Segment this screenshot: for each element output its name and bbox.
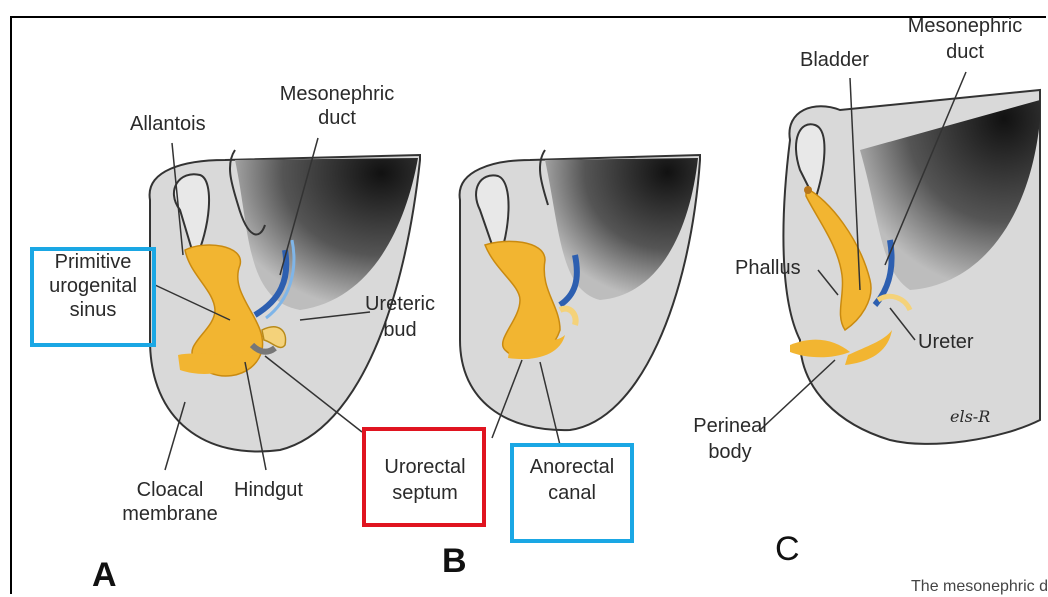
label-perineal-line1: Perineal <box>680 414 780 438</box>
label-bladder: Bladder <box>800 48 869 72</box>
panel-letter-c: C <box>775 530 800 569</box>
artist-signature: els-R <box>950 405 990 429</box>
label-mesonephric-duct-c-line2: duct <box>885 40 1045 64</box>
label-cloacal-line1: Cloacal <box>100 478 240 502</box>
label-hindgut: Hindgut <box>234 478 303 502</box>
label-phallus: Phallus <box>735 256 801 280</box>
label-mesonephric-duct-c-line1: Mesonephric <box>885 14 1045 38</box>
panel-b-drawing <box>460 150 700 445</box>
panel-c-drawing <box>760 72 1040 444</box>
label-mesonephric-duct-a-line2: duct <box>262 106 412 130</box>
label-ureter: Ureter <box>918 330 974 354</box>
highlight-box-primitive-urogenital-sinus <box>30 247 156 347</box>
label-ureteric-line2: bud <box>355 318 445 342</box>
label-perineal-line2: body <box>680 440 780 464</box>
caption-fragment: The mesonephric d <box>911 578 1048 596</box>
highlight-box-anorectal-canal <box>510 443 634 543</box>
panel-letter-b: B <box>442 542 467 581</box>
label-cloacal-line2: membrane <box>100 502 240 526</box>
label-mesonephric-duct-a-line1: Mesonephric <box>262 82 412 106</box>
panel-letter-a: A <box>92 556 117 595</box>
label-ureteric-line1: Ureteric <box>355 292 445 316</box>
highlight-box-urorectal-septum <box>362 427 486 527</box>
label-allantois: Allantois <box>130 112 206 136</box>
